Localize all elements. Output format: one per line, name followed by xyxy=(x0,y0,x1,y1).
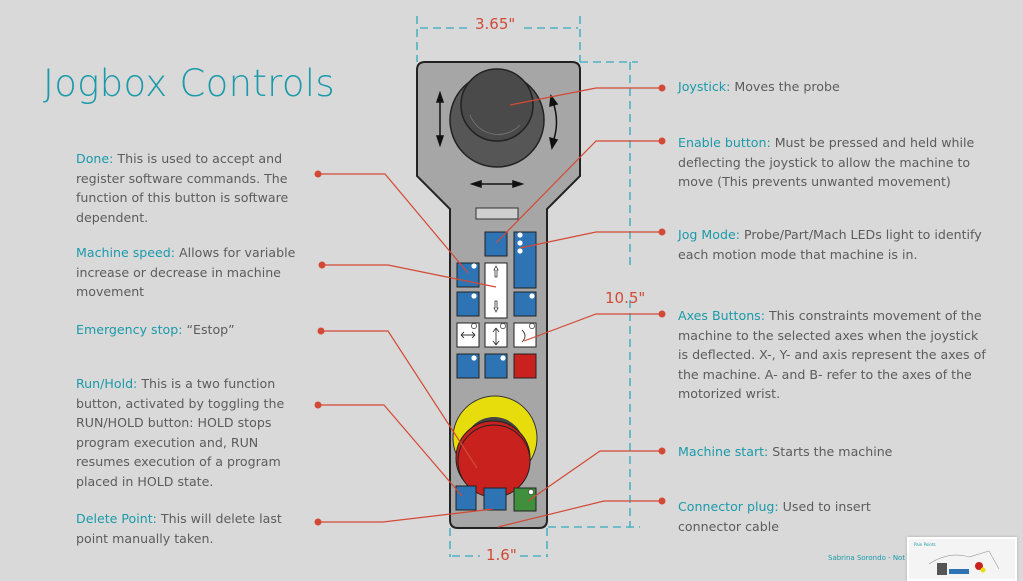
thumbnail-image xyxy=(928,550,1000,575)
dimension-lines xyxy=(416,16,640,557)
desc-text: “Estop” xyxy=(182,322,235,337)
footer-author: Sabrina Sorondo - Not Y xyxy=(828,554,912,562)
run-hold-button xyxy=(455,485,477,511)
thumbnail-title: Pain Points xyxy=(914,542,936,547)
joystick-arrows xyxy=(435,90,559,189)
desc-connector-plug: Connector plug: Used to insert connector… xyxy=(678,497,898,536)
desc-label: Done: xyxy=(76,151,114,166)
horizontal-axis-icon xyxy=(460,331,476,339)
callouts-left xyxy=(318,173,497,523)
desc-label: Machine start: xyxy=(678,444,769,459)
jog-mode-button xyxy=(513,231,537,289)
desc-machine-start: Machine start: Starts the machine xyxy=(678,442,998,462)
callout-dots-right xyxy=(658,84,666,505)
desc-label: Emergency stop: xyxy=(76,322,183,337)
vertical-axis-icon xyxy=(492,327,500,346)
desc-done: Done: This is used to accept and registe… xyxy=(76,149,306,227)
desc-text: Allows for variable increase or decrease… xyxy=(76,245,296,299)
desc-label: Delete Point: xyxy=(76,511,157,526)
dimension-width-top: 3.65" xyxy=(475,15,516,33)
desc-text: This is used to accept and register soft… xyxy=(76,151,289,225)
done-button xyxy=(456,262,480,288)
desc-label: Axes Buttons: xyxy=(678,308,765,323)
desc-label: Joystick: xyxy=(678,79,731,94)
desc-enable-button: Enable button: Must be pressed and held … xyxy=(678,133,998,192)
desc-text: Must be pressed and held while deflectin… xyxy=(678,135,975,189)
red-button xyxy=(513,353,537,379)
desc-label: Connector plug: xyxy=(678,499,779,514)
button-grid xyxy=(456,231,537,379)
desc-label: Jog Mode: xyxy=(678,227,740,242)
desc-text: Starts the machine xyxy=(768,444,893,459)
machine-speed-button xyxy=(484,262,508,319)
dimension-height: 10.5" xyxy=(605,289,646,307)
emergency-stop xyxy=(452,395,538,498)
desc-text: This is a two function button, activated… xyxy=(76,376,285,489)
dimension-width-bottom: 1.6" xyxy=(486,546,517,564)
arrow-down-icon xyxy=(493,300,499,313)
desc-machine-speed: Machine speed: Allows for variable incre… xyxy=(76,243,312,302)
callouts-right xyxy=(495,87,662,528)
callout-dots-left xyxy=(314,170,326,526)
display-slot xyxy=(475,207,519,220)
arrow-up-icon xyxy=(493,265,499,278)
desc-text: Used to insert connector cable xyxy=(678,499,871,534)
desc-axes-buttons: Axes Buttons: This constraints movement … xyxy=(678,306,990,404)
slide-thumbnail[interactable]: Pain Points xyxy=(907,537,1017,581)
desc-run-hold: Run/Hold: This is a two function button,… xyxy=(76,374,300,491)
desc-text: Moves the probe xyxy=(730,79,840,94)
desc-label: Enable button: xyxy=(678,135,771,150)
desc-text: This will delete last point manually tak… xyxy=(76,511,282,546)
desc-joystick: Joystick: Moves the probe xyxy=(678,77,998,97)
desc-emergency-stop: Emergency stop: “Estop” xyxy=(76,320,312,340)
desc-label: Machine speed: xyxy=(76,245,176,260)
page-title: Jogbox Controls xyxy=(43,62,335,105)
delete-point-button xyxy=(483,487,507,511)
desc-delete-point: Delete Point: This will delete last poin… xyxy=(76,509,300,548)
joystick xyxy=(449,68,545,168)
rotate-axis-icon xyxy=(521,329,526,343)
desc-jog-mode: Jog Mode: Probe/Part/Mach LEDs light to … xyxy=(678,225,998,264)
desc-label: Run/Hold: xyxy=(76,376,138,391)
desc-text: Probe/Part/Mach LEDs light to identify e… xyxy=(678,227,982,262)
desc-text: This constraints movement of the machine… xyxy=(678,308,986,401)
